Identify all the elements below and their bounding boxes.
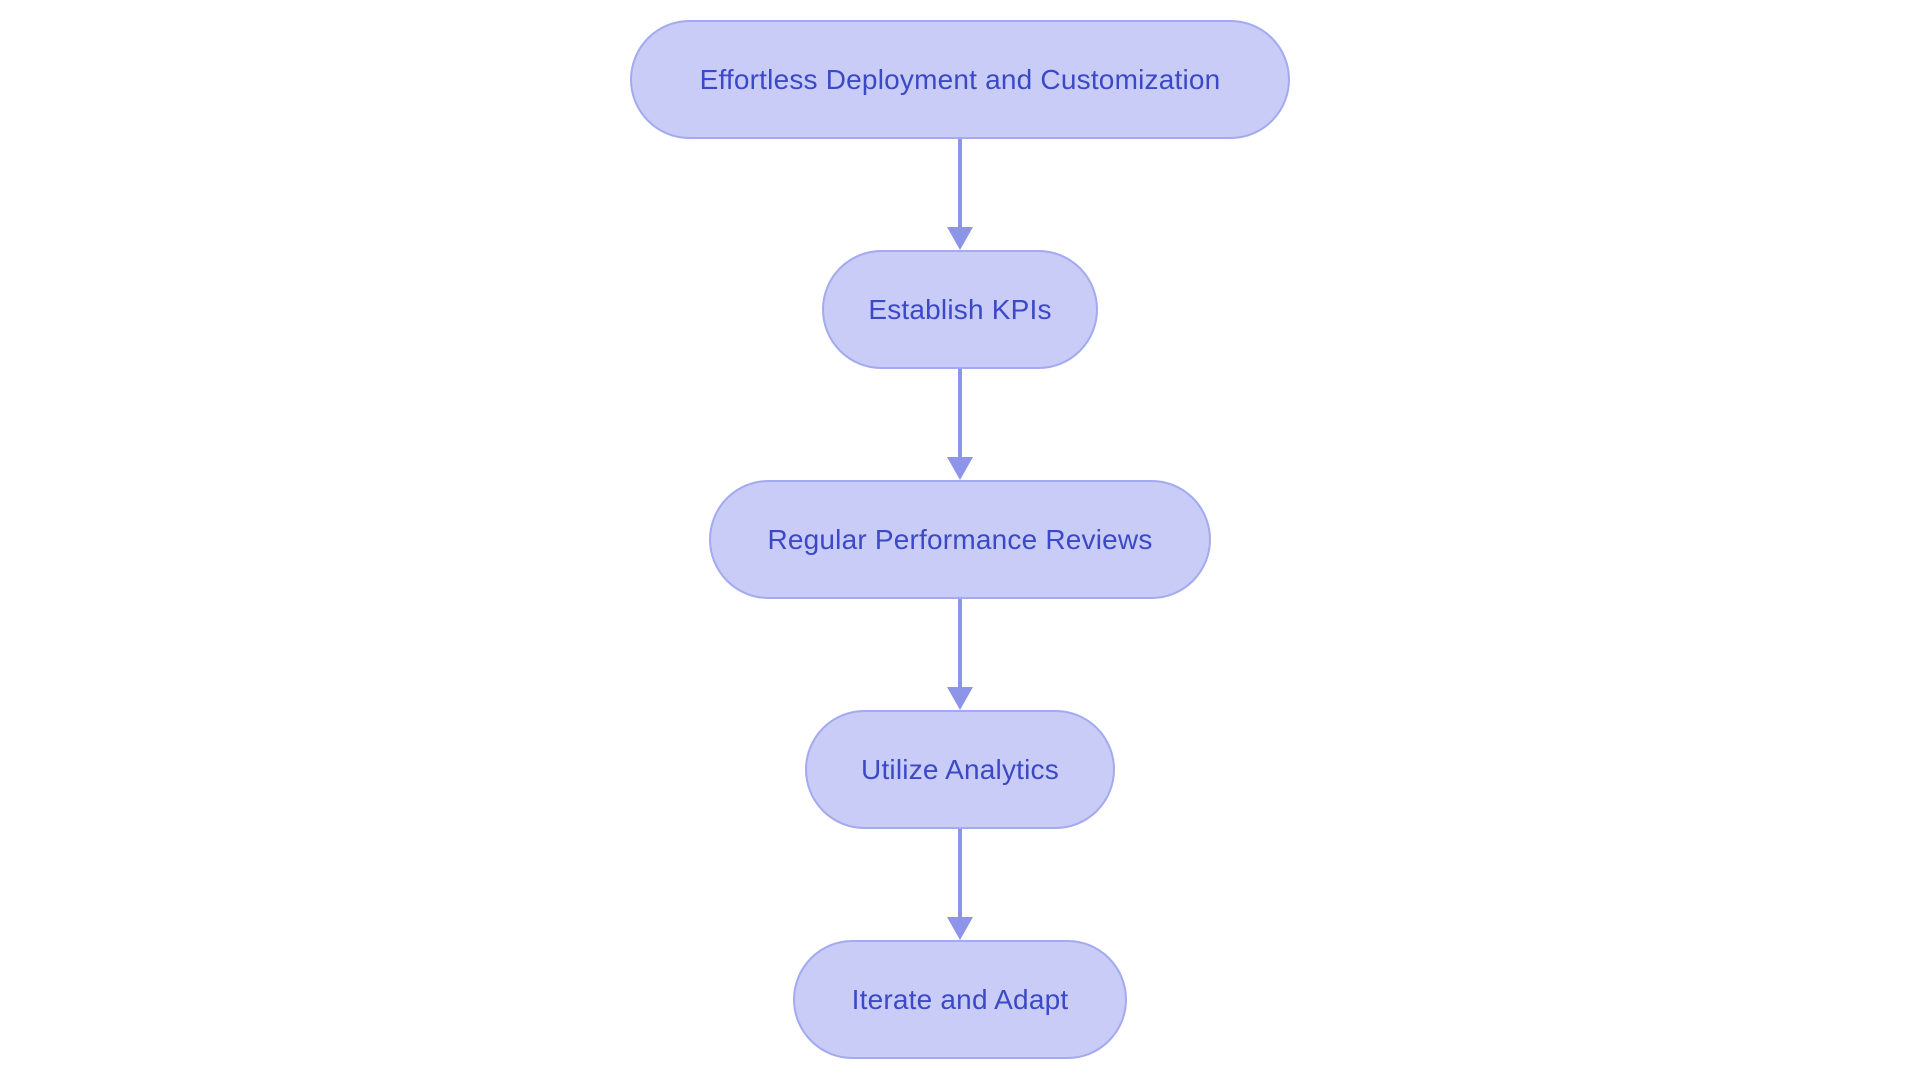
flowchart: Effortless Deployment and Customization …: [0, 20, 1920, 1059]
flow-node-label: Effortless Deployment and Customization: [699, 63, 1221, 95]
arrow-line: [958, 369, 962, 457]
flow-node-iterate-and-adapt: Iterate and Adapt: [793, 940, 1127, 1059]
arrow-line: [958, 829, 962, 917]
arrow-down-icon: [947, 227, 973, 250]
flow-edge-3: [946, 599, 974, 710]
flow-node-regular-performance-reviews: Regular Performance Reviews: [709, 480, 1211, 599]
flow-edge-4: [946, 829, 974, 940]
flow-node-label: Utilize Analytics: [861, 753, 1059, 785]
flow-node-label: Regular Performance Reviews: [767, 523, 1153, 555]
flow-node-label: Iterate and Adapt: [851, 983, 1069, 1015]
flow-node-label: Establish KPIs: [868, 293, 1052, 325]
flow-node-effortless-deployment-and-customization: Effortless Deployment and Customization: [630, 20, 1290, 139]
arrow-down-icon: [947, 457, 973, 480]
flow-edge-2: [946, 369, 974, 480]
arrow-line: [958, 599, 962, 687]
flow-node-establish-kpis: Establish KPIs: [822, 250, 1098, 369]
flow-node-utilize-analytics: Utilize Analytics: [805, 710, 1115, 829]
flow-edge-1: [946, 139, 974, 250]
arrow-down-icon: [947, 917, 973, 940]
arrow-down-icon: [947, 687, 973, 710]
arrow-line: [958, 139, 962, 227]
